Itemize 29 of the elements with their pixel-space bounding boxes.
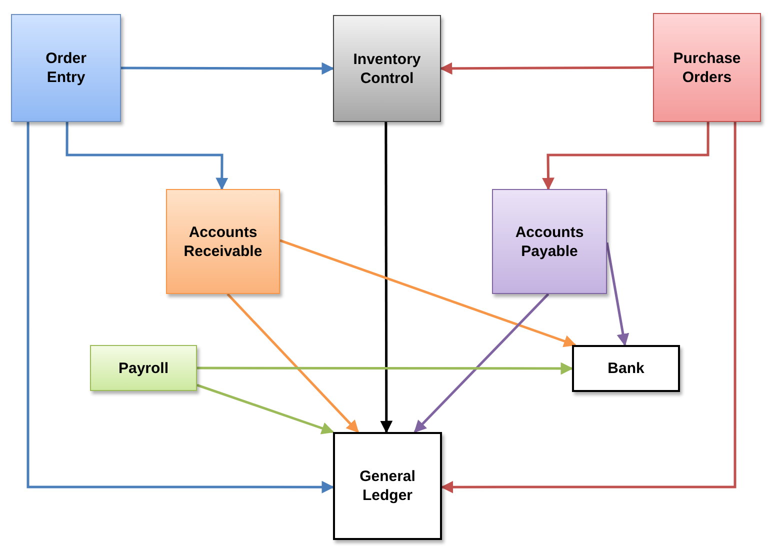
process-box <box>166 189 280 294</box>
node-label: Accounts Receivable <box>182 222 264 260</box>
process-box <box>11 14 121 122</box>
node-label: Payroll <box>118 358 169 378</box>
arrow <box>440 122 736 494</box>
process-box <box>333 15 441 122</box>
process-box <box>333 432 442 540</box>
node-label: General Ledger <box>358 467 416 505</box>
process-box <box>572 345 680 392</box>
node-label: Purchase Orders <box>672 48 742 86</box>
node-label: Inventory Control <box>352 50 422 88</box>
arrow <box>280 239 576 348</box>
arrow <box>196 384 334 434</box>
node-label: Order Entry <box>44 49 88 87</box>
node-label: Bank <box>608 359 644 378</box>
arrow <box>542 122 710 190</box>
process-box <box>653 13 761 122</box>
process-box <box>492 189 607 294</box>
arrow <box>26 122 334 494</box>
arrow <box>414 293 550 433</box>
arrow <box>66 122 228 190</box>
arrow <box>440 62 653 75</box>
arrow <box>606 242 630 346</box>
arrow <box>226 293 359 433</box>
process-box <box>90 345 197 391</box>
arrow <box>121 62 334 75</box>
node-label: Accounts Payable <box>514 222 585 260</box>
arrow <box>380 122 393 434</box>
arrow <box>197 362 574 375</box>
